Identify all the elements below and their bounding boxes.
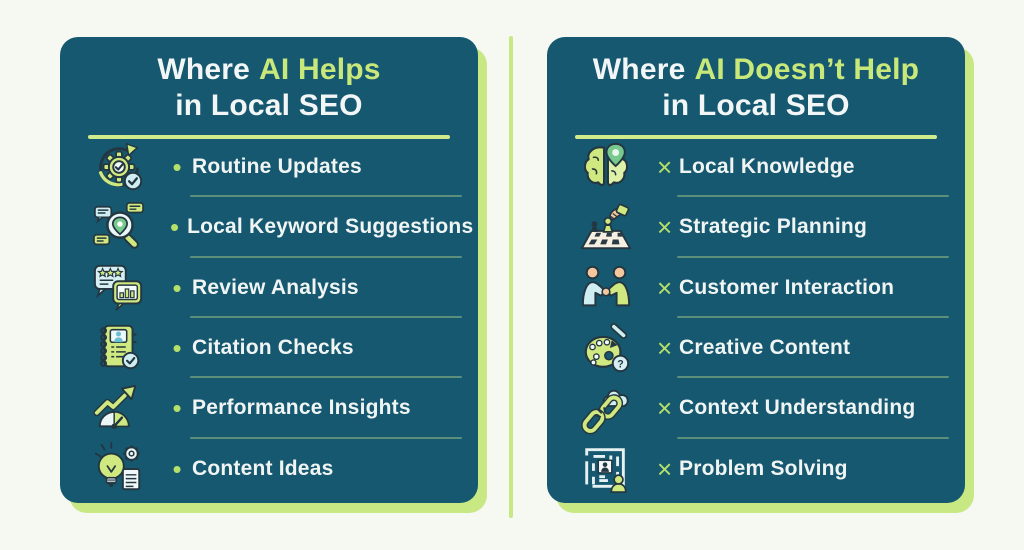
list-item-label: Citation Checks <box>192 336 354 360</box>
content-ideas-icon <box>90 441 148 496</box>
list-item-label: Customer Interaction <box>679 275 895 299</box>
list-item-label: Routine Updates <box>192 155 362 179</box>
row-separator <box>190 376 462 379</box>
performance-insights-icon <box>90 381 148 435</box>
list-item: × Context Understanding <box>547 378 965 439</box>
list-item: • Routine Updates <box>60 137 478 198</box>
item-list: • Routine Updates <box>60 137 478 499</box>
list-item: • Citation Checks <box>60 318 478 379</box>
row-separator <box>677 315 949 318</box>
list-item: • Content Ideas <box>60 439 478 499</box>
cross-marker: × <box>657 393 673 424</box>
list-item-label: Performance Insights <box>192 396 411 420</box>
title-prefix: Where <box>157 53 251 86</box>
cross-marker: × <box>657 333 673 364</box>
cross-marker: × <box>657 152 673 183</box>
list-item-label: Review Analysis <box>192 275 359 299</box>
cross-marker: × <box>657 212 673 243</box>
row-separator <box>677 195 949 198</box>
list-item-label: Context Understanding <box>679 396 916 420</box>
list-item: × Problem Solving <box>547 439 965 499</box>
keyword-search-icon <box>90 200 148 254</box>
list-item: × Local Knowledge <box>547 137 965 198</box>
svg-text:?: ? <box>617 358 623 370</box>
list-item: • Performance Insights <box>60 378 478 439</box>
title-underline <box>88 135 450 139</box>
title-highlight: AI Doesn’t Help <box>694 53 920 86</box>
bullet-marker: • <box>172 152 182 183</box>
row-separator <box>677 376 949 379</box>
broken-chain-icon <box>577 381 635 435</box>
bullet-marker: • <box>172 393 182 424</box>
cross-marker: × <box>657 453 673 484</box>
list-item: × Strategic Planning <box>547 197 965 258</box>
title-highlight: AI Helps <box>259 53 381 86</box>
maze-icon <box>577 442 635 496</box>
bullet-marker: • <box>172 272 182 303</box>
chess-strategy-icon <box>577 200 635 254</box>
review-analysis-icon <box>90 261 148 315</box>
list-item-label: Local Knowledge <box>679 155 855 179</box>
list-item-label: Creative Content <box>679 336 851 360</box>
routine-updates-icon <box>90 140 148 194</box>
row-separator <box>190 315 462 318</box>
list-item: ? × Creative Content <box>547 318 965 379</box>
list-item: • Review Analysis <box>60 258 478 318</box>
bullet-marker: • <box>172 333 182 364</box>
list-item-label: Content Ideas <box>192 456 334 480</box>
list-item: × Customer Interaction <box>547 258 965 318</box>
item-list: × Local Knowledge <box>547 137 965 499</box>
row-separator <box>190 436 462 439</box>
row-separator <box>190 195 462 198</box>
citation-checks-icon <box>90 321 148 375</box>
list-item: • Local Keyword Suggestions <box>60 197 478 258</box>
title-line2: in Local SEO <box>662 89 850 122</box>
row-separator <box>190 255 462 258</box>
brain-pin-icon <box>577 140 635 194</box>
vertical-divider <box>509 36 513 518</box>
palette-icon: ? <box>577 321 635 375</box>
handshake-icon <box>577 261 635 315</box>
list-item-label: Strategic Planning <box>679 215 867 239</box>
bullet-marker: • <box>172 453 182 484</box>
title-underline <box>575 135 937 139</box>
row-separator <box>677 255 949 258</box>
list-item-label: Local Keyword Suggestions <box>187 215 474 239</box>
bullet-marker: • <box>170 212 180 243</box>
row-separator <box>677 436 949 439</box>
title-prefix: Where <box>592 53 686 86</box>
cross-marker: × <box>657 272 673 303</box>
title-line2: in Local SEO <box>175 89 363 122</box>
list-item-label: Problem Solving <box>679 456 848 480</box>
